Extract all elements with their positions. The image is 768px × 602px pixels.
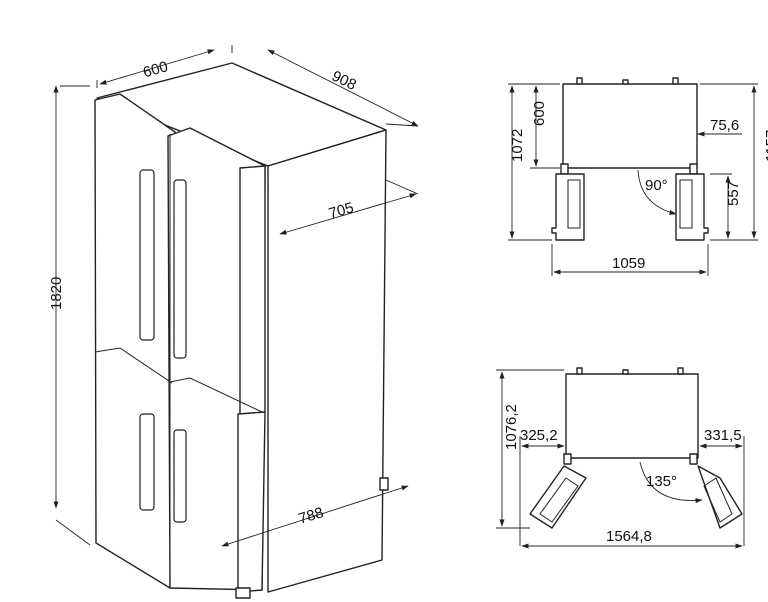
angle-label-90: 90°	[645, 177, 668, 194]
depth-body-90-label: 600	[531, 101, 548, 126]
right-offset-label: 331,5	[704, 427, 742, 444]
depth-total-135-label: 1076,2	[503, 404, 520, 450]
open-depth-dim-line	[221, 485, 409, 547]
depth-label: 908	[329, 68, 359, 94]
foot-rear	[379, 477, 389, 491]
height-label: 1820	[48, 277, 65, 310]
open-depth-label: 788	[297, 504, 326, 528]
depth-total-90-label: 1072	[509, 129, 526, 162]
right-lower-door-edge	[237, 411, 266, 593]
right-door-split	[169, 377, 263, 413]
foot-front	[235, 587, 251, 599]
right-upper-handle	[173, 179, 187, 359]
left-upper-handle	[139, 169, 155, 341]
door-depth-label: 557	[725, 181, 742, 206]
top-view-90: 90° 1072 600 75,6 1157 557 1059	[508, 77, 768, 276]
depth-doors-90-label: 1157	[763, 130, 768, 162]
width-open-90-label: 1059	[612, 255, 645, 272]
right-lower-handle	[173, 429, 187, 523]
side-clearance-label: 75,6	[710, 117, 739, 134]
fridge-left-doors	[94, 93, 176, 589]
left-door-135	[529, 465, 587, 529]
width-label: 600	[141, 58, 170, 81]
width-open-135-label: 1564,8	[606, 528, 652, 545]
left-offset-label: 325,2	[520, 427, 558, 444]
body-outline-90	[562, 83, 698, 169]
body-outline-135	[565, 373, 699, 459]
right-door-135	[697, 465, 743, 529]
left-lower-handle	[139, 413, 155, 511]
width-dim-line	[99, 49, 215, 85]
fridge-side-face	[267, 129, 387, 593]
angle-arc-135	[639, 461, 703, 504]
angle-label-135: 135°	[646, 473, 677, 490]
angle-arc-90	[637, 169, 677, 215]
depth-dim-line	[267, 49, 419, 127]
top-view-135: 135° 1076,2 325,2 331,5 1564,8	[496, 367, 745, 549]
left-door-split	[94, 347, 173, 384]
body-depth-dim-line	[279, 193, 417, 235]
right-upper-door-edge	[239, 165, 266, 417]
fridge-isometric	[94, 62, 389, 599]
body-depth-label: 705	[327, 199, 356, 222]
